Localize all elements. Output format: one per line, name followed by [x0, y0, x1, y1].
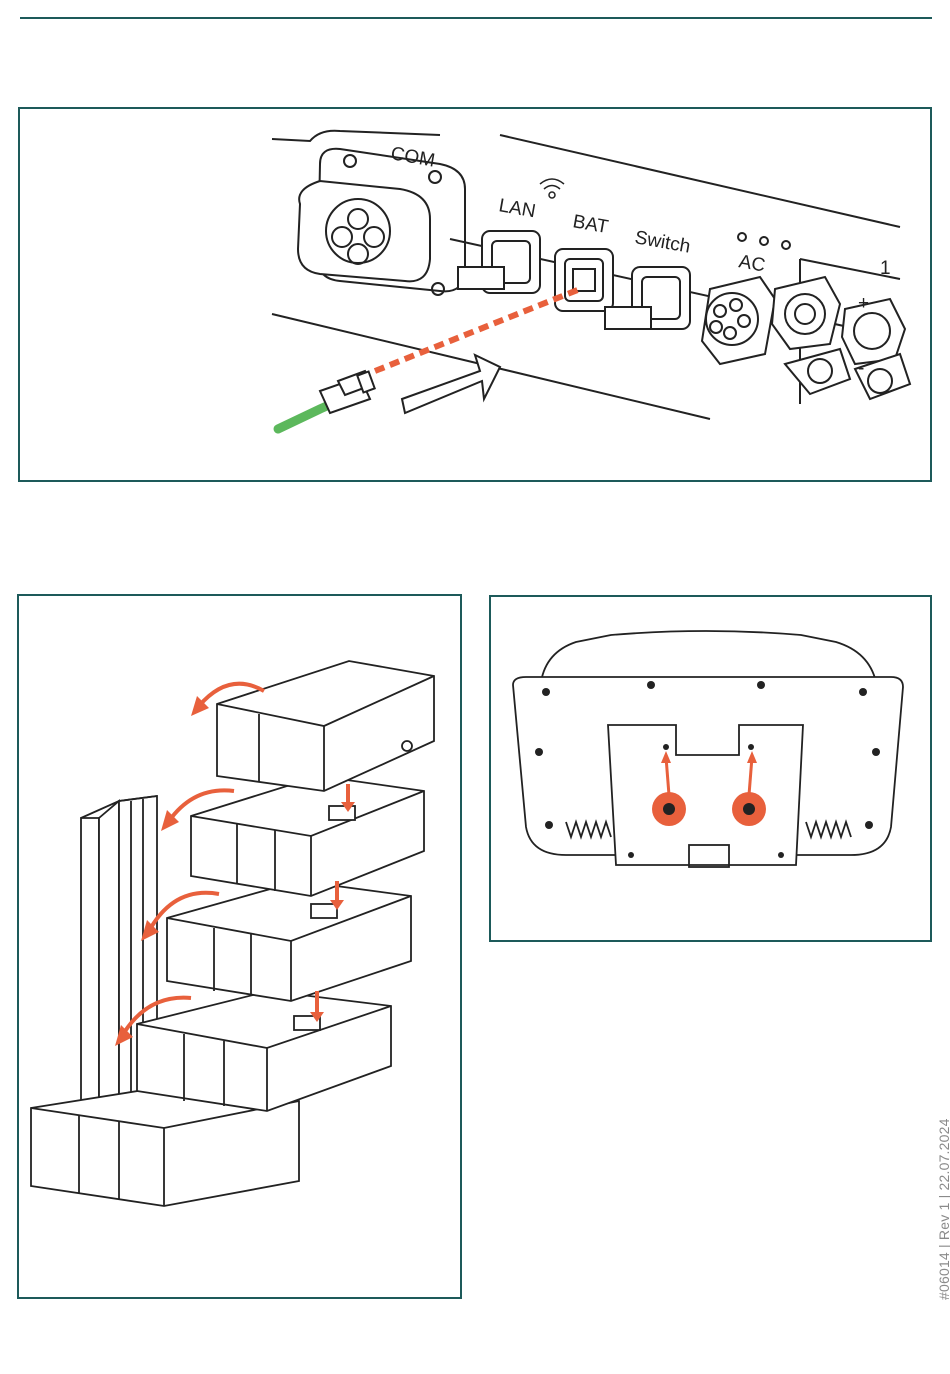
module-connector — [329, 806, 355, 820]
ac-port-label: AC — [737, 251, 767, 276]
bat-port — [555, 249, 613, 311]
lan-port — [458, 231, 540, 293]
bat-port-label: BAT — [571, 211, 610, 238]
wifi-icon — [540, 179, 564, 198]
document-reference: #06014 | Rev 1 | 22.07.2024 — [936, 1118, 950, 1300]
inverter-ports-illustration: COM LAN BAT Switch — [20, 109, 930, 480]
inverter-top-housing — [541, 631, 876, 682]
minus-label: - — [858, 358, 864, 379]
plus-label: + — [858, 293, 869, 314]
rear-mount-illustration — [491, 597, 930, 940]
rj45-plug — [320, 371, 375, 413]
figure-bat-connection: COM LAN BAT Switch — [18, 107, 932, 482]
switch-port-label: Switch — [633, 227, 692, 257]
lan-port-label: LAN — [497, 195, 537, 222]
battery-module-2 — [167, 881, 411, 1001]
figure-rear-mount — [489, 595, 932, 942]
top-rule — [20, 17, 932, 19]
string-1-label: 1 — [880, 258, 891, 279]
insert-direction-arrow — [402, 355, 500, 413]
cable-glands — [772, 277, 910, 399]
module-connector — [311, 904, 337, 918]
battery-module-1 — [191, 776, 424, 896]
com-port-label: COM — [389, 143, 436, 171]
battery-stack-illustration — [19, 596, 460, 1297]
com-connector — [298, 149, 465, 295]
battery-top-cover — [217, 661, 434, 791]
figure-battery-stacking — [17, 594, 462, 1299]
battery-module-3 — [137, 991, 391, 1111]
